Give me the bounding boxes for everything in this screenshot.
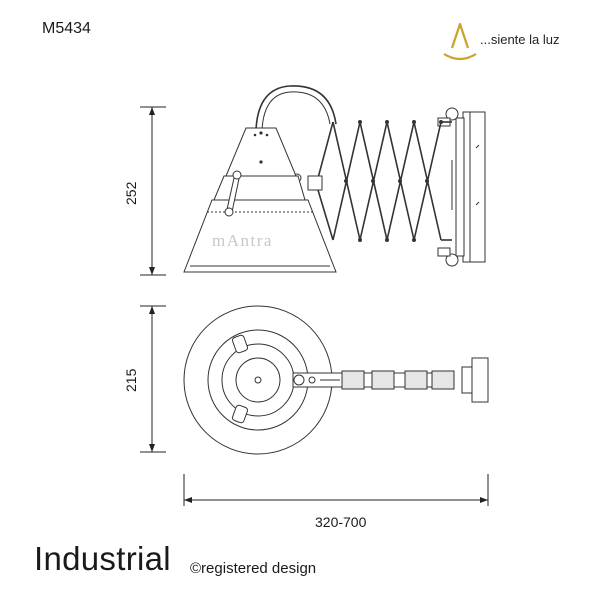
- extension-label: 320-700: [315, 514, 367, 530]
- height-label: 252: [123, 181, 139, 205]
- cable: [255, 85, 337, 131]
- top-view: [183, 305, 489, 455]
- brand-logo-icon: [443, 22, 477, 61]
- watermark: mAntra: [212, 231, 273, 250]
- arm-top-view: [292, 370, 455, 390]
- dimension-extension: 320-700: [183, 474, 489, 530]
- scissor-arm: [317, 120, 453, 242]
- dimension-depth: 215: [123, 305, 166, 453]
- screw-icon: [445, 107, 459, 121]
- registered-design: ©registered design: [190, 560, 317, 577]
- screw-icon: [445, 253, 459, 267]
- dimension-height: 252: [123, 106, 166, 276]
- handle: [224, 170, 242, 217]
- model-code: M5434: [42, 20, 91, 37]
- lamp-shade: [183, 127, 337, 273]
- wall-plate: [462, 111, 486, 263]
- depth-label: 215: [123, 368, 139, 392]
- wall-plate-top: [471, 357, 489, 403]
- side-view: mAntra: [183, 85, 486, 273]
- brand-tagline: ...siente la luz: [480, 32, 560, 47]
- collection-name: Industrial: [34, 540, 171, 577]
